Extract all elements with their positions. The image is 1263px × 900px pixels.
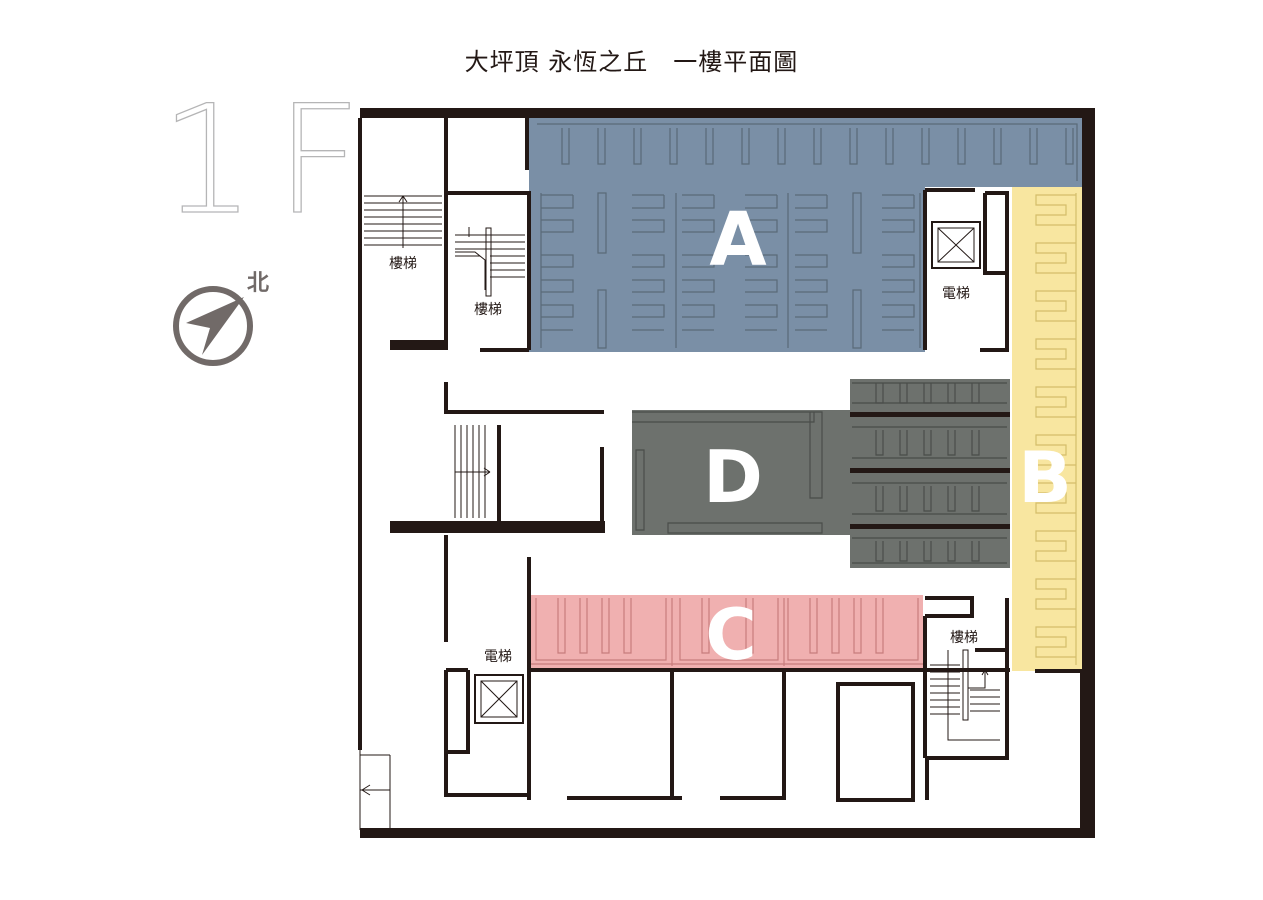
compass: 北 bbox=[173, 271, 269, 366]
zone-d-area bbox=[632, 379, 1010, 568]
zone-d-dividers bbox=[850, 412, 1010, 529]
compass-arrow-icon bbox=[186, 297, 244, 355]
zone-c[interactable]: C bbox=[531, 594, 923, 676]
stair-n-label: 樓梯 bbox=[474, 302, 502, 318]
zone-a-label: A bbox=[709, 197, 766, 283]
zone-d-niches bbox=[632, 382, 1007, 564]
elevator-ne[interactable]: 電梯 bbox=[931, 221, 981, 302]
zone-b[interactable]: B bbox=[1012, 187, 1082, 671]
staircase-icon bbox=[364, 195, 442, 248]
staircase-icon bbox=[455, 227, 525, 297]
stair-n[interactable]: 樓梯 bbox=[455, 227, 525, 318]
zone-a-area bbox=[529, 118, 1082, 352]
elevator-sw-label: 電梯 bbox=[484, 649, 512, 665]
stair-se[interactable]: 樓梯 bbox=[930, 630, 1000, 741]
stair-se-label: 樓梯 bbox=[950, 630, 978, 646]
page-title: 大坪頂 永恆之丘 一樓平面圖 bbox=[464, 48, 799, 76]
zone-a-niches bbox=[537, 123, 1078, 349]
zone-c-niches bbox=[531, 598, 923, 666]
staircase-icon bbox=[930, 649, 1000, 741]
zone-d-label: D bbox=[703, 435, 763, 519]
zone-b-area bbox=[1012, 187, 1082, 671]
staircase-icon bbox=[454, 425, 491, 518]
elevator-icon bbox=[474, 674, 524, 724]
zone-d[interactable]: D bbox=[632, 379, 1010, 568]
compass-north-label: 北 bbox=[247, 271, 269, 296]
thin-walls bbox=[359, 195, 391, 830]
elevator-ne-label: 電梯 bbox=[942, 286, 970, 302]
elevator-icon bbox=[931, 221, 981, 269]
zone-c-label: C bbox=[705, 594, 756, 676]
stair-west-mid[interactable] bbox=[454, 425, 491, 518]
zone-c-area bbox=[531, 595, 923, 668]
zone-a[interactable]: A bbox=[529, 118, 1082, 352]
zone-b-label: B bbox=[1018, 437, 1071, 519]
floor-label: 1F bbox=[160, 74, 382, 248]
elevator-sw[interactable]: 電梯 bbox=[474, 649, 524, 724]
wall-blocks bbox=[390, 340, 605, 533]
zone-b-niches bbox=[1035, 193, 1077, 665]
stair-nw[interactable]: 樓梯 bbox=[364, 195, 442, 272]
stair-nw-label: 樓梯 bbox=[389, 256, 417, 272]
outer-walls bbox=[360, 108, 1095, 838]
